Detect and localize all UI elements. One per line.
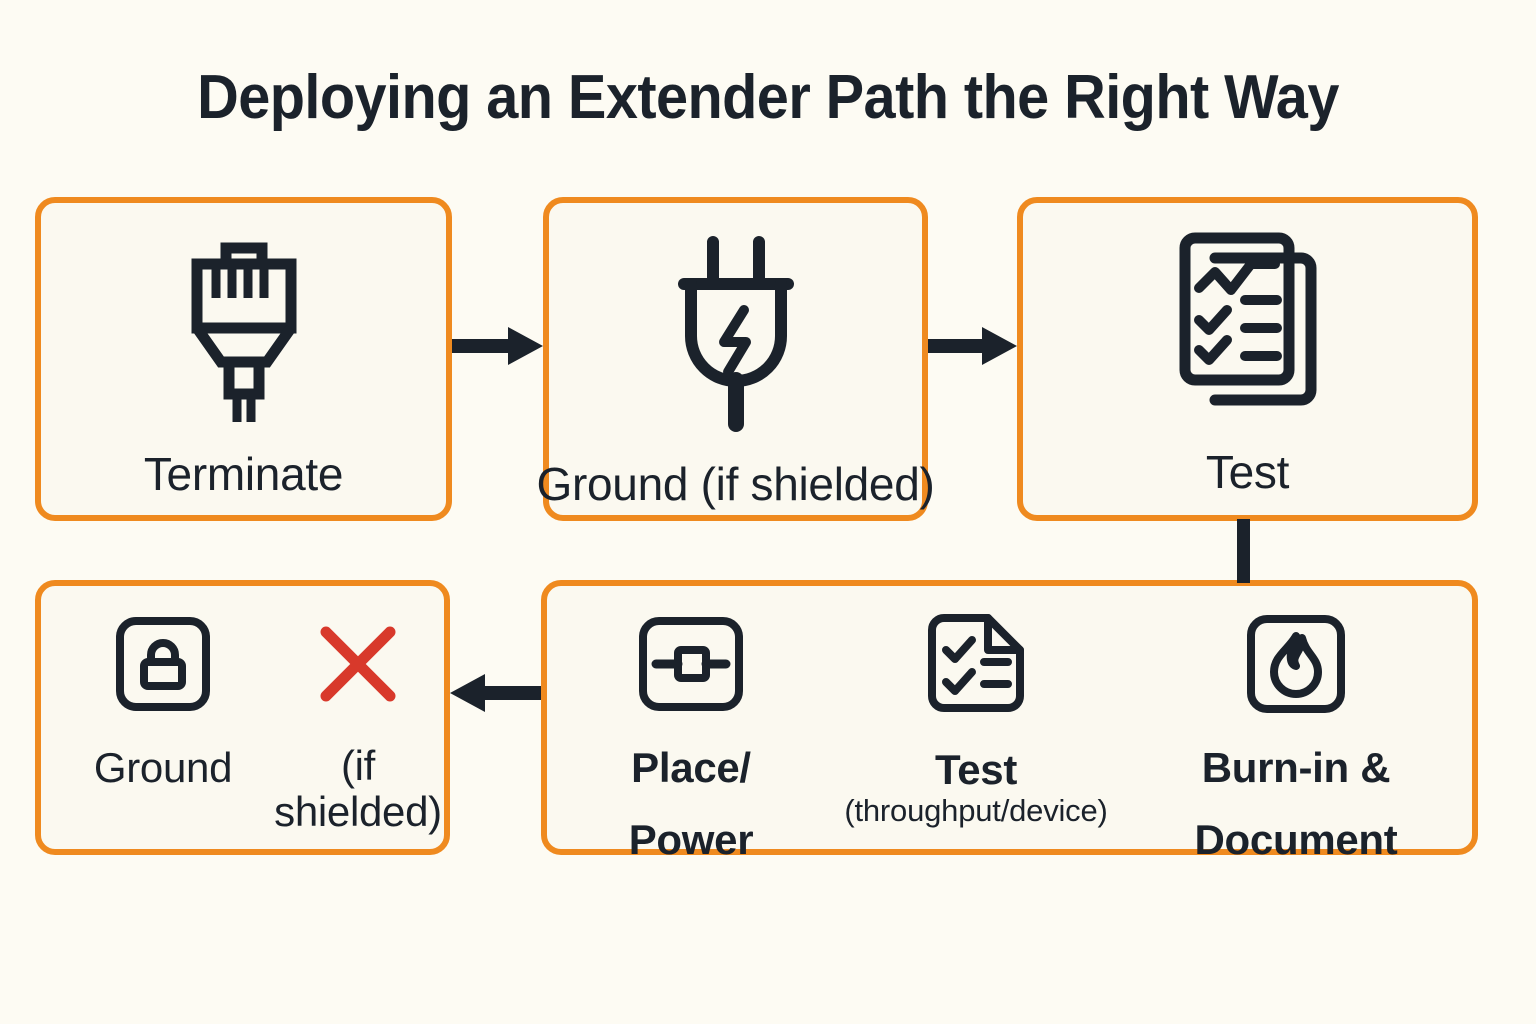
red-x-icon [308, 614, 408, 719]
step-label-ground-if-shielded: Ground (if shielded) [536, 458, 935, 510]
device-inline-square-icon [636, 614, 746, 719]
page-title: Deploying an Extender Path the Right Way [197, 63, 1339, 132]
step-label-terminate: Terminate [143, 448, 344, 500]
lock-square-icon [113, 614, 213, 719]
step-if-shielded-excluded[interactable]: (if shielded) [258, 614, 458, 835]
step-place-power[interactable]: Place/ Power [576, 614, 806, 863]
checklist-document-icon [924, 610, 1028, 721]
step-box-place-test-burnin[interactable] [541, 580, 1478, 855]
arrow-ground-to-test-icon [928, 327, 1017, 370]
step-ground-if-shielded[interactable]: Ground (if shielded) [537, 232, 935, 509]
step-label-test-throughput: Test [934, 746, 1018, 793]
step-label-burn-in-line2: Document [1194, 816, 1398, 863]
flame-square-icon [1244, 614, 1348, 719]
step-test[interactable]: Test [1017, 228, 1478, 497]
step-label-if-shielded-excluded: (if shielded) [274, 742, 442, 835]
step-ground[interactable]: Ground [58, 614, 268, 791]
step-label-burn-in-line1: Burn-in & [1201, 744, 1391, 791]
arrow-terminate-to-ground-icon [452, 327, 543, 370]
step-sublabel-test-throughput: (throughput/device) [844, 793, 1108, 828]
step-burn-in-document[interactable]: Burn-in & Document [1146, 614, 1446, 863]
arrow-bottom-to-ground-excluded-icon [450, 674, 541, 717]
test-report-documents-icon [1173, 228, 1323, 423]
step-label-place-power-line2: Power [628, 816, 754, 863]
step-label-ground: Ground [93, 744, 233, 791]
step-box-ground-excluded[interactable] [35, 580, 450, 855]
line-test-to-bottom-row-icon [1237, 519, 1250, 583]
power-plug-bolt-icon [666, 232, 806, 437]
rj45-connector-icon [169, 236, 319, 431]
step-test-throughput-device[interactable]: Test (throughput/device) [806, 610, 1146, 829]
step-terminate[interactable]: Terminate [35, 236, 452, 499]
step-label-test: Test [1205, 446, 1290, 498]
step-label-place-power-line1: Place/ [631, 744, 751, 791]
